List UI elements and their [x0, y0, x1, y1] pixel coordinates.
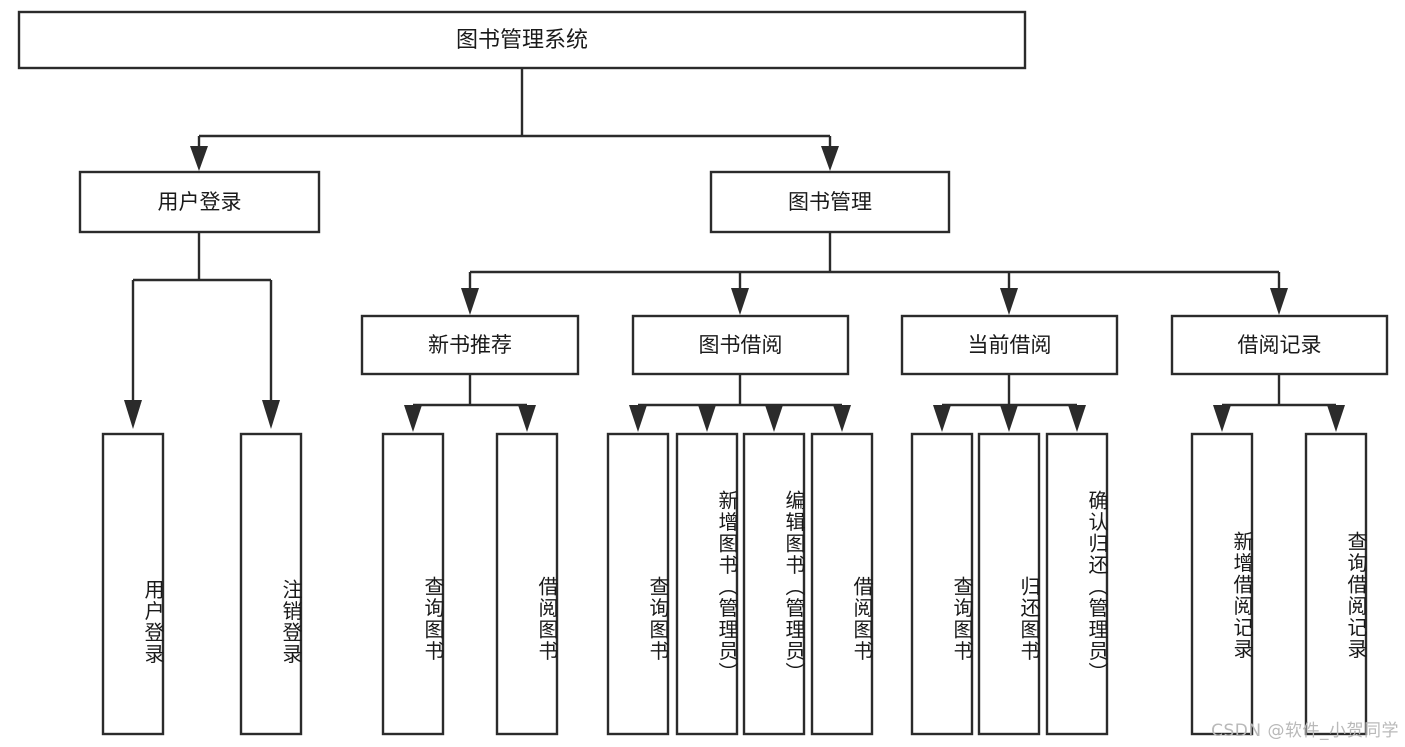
node-root[interactable] [17, 10, 1027, 70]
connector-group-book-mgmt [461, 232, 1288, 315]
arrowhead-bb-add [698, 405, 716, 432]
arrowhead-new-books [461, 288, 479, 315]
leaf-box-cb-confirm-return[interactable] [1045, 432, 1109, 736]
leaf-box-br-query-record[interactable] [1304, 432, 1368, 736]
node-borrow-records-label: 借阅记录 [1238, 333, 1322, 357]
arrowhead-cb-query [933, 405, 951, 432]
arrowhead-user-login [190, 146, 208, 171]
leaf-box-cb-return-book[interactable] [977, 432, 1041, 736]
arrowhead-nb-borrow [518, 405, 536, 432]
node-root-label: 图书管理系统 [456, 28, 588, 53]
csdn-watermark: CSDN @软件_小贺同学 [1211, 721, 1399, 741]
arrowhead-br-add [1213, 405, 1231, 432]
leaf-box-bb-query-book[interactable] [606, 432, 670, 736]
arrowhead-book-mgmt [821, 146, 839, 171]
node-new-book-recommend-label: 新书推荐 [428, 333, 512, 357]
node-book-management-label: 图书管理 [788, 190, 872, 214]
leaf-box-br-add-record[interactable] [1190, 432, 1254, 736]
leaf-box-bb-borrow-book[interactable] [810, 432, 874, 736]
connector-group-book-borrow [629, 374, 851, 432]
node-book-borrow[interactable] [631, 314, 850, 376]
node-user-login-label: 用户登录 [158, 190, 242, 214]
leaf-box-logout[interactable] [239, 432, 303, 736]
arrowhead-bb-borrow [833, 405, 851, 432]
arrowhead-br-query [1327, 405, 1345, 432]
arrowhead-cb-confirm [1068, 405, 1086, 432]
arrowhead-current [1000, 288, 1018, 315]
connector-group-new-books [404, 374, 536, 432]
leaf-box-nb-query-book[interactable] [381, 432, 445, 736]
connector-group-root [190, 68, 839, 171]
arrowhead-leaf-user-login [124, 400, 142, 429]
node-borrow-records[interactable] [1170, 314, 1389, 376]
node-book-management[interactable] [709, 170, 951, 234]
arrowhead-bb-query [629, 405, 647, 432]
arrowhead-leaf-logout [262, 400, 280, 429]
leaf-box-user-login[interactable] [101, 432, 165, 736]
arrowhead-records [1270, 288, 1288, 315]
node-current-borrow[interactable] [900, 314, 1119, 376]
arrowhead-bb-edit [765, 405, 783, 432]
arrowhead-borrow [731, 288, 749, 315]
connector-group-current-borrow [933, 374, 1086, 432]
leaf-box-bb-add-book[interactable] [675, 432, 739, 736]
node-book-borrow-label: 图书借阅 [699, 333, 783, 357]
node-current-borrow-label: 当前借阅 [968, 333, 1052, 357]
connector-group-borrow-records [1213, 374, 1345, 432]
node-new-book-recommend[interactable] [360, 314, 580, 376]
arrowhead-cb-return [1000, 405, 1018, 432]
node-user-login[interactable] [78, 170, 321, 234]
leaf-box-nb-borrow-book[interactable] [495, 432, 559, 736]
leaf-box-bb-edit-book[interactable] [742, 432, 806, 736]
leaf-box-cb-query-book[interactable] [910, 432, 974, 736]
connector-group-user-login [124, 232, 280, 429]
arrowhead-nb-query [404, 405, 422, 432]
